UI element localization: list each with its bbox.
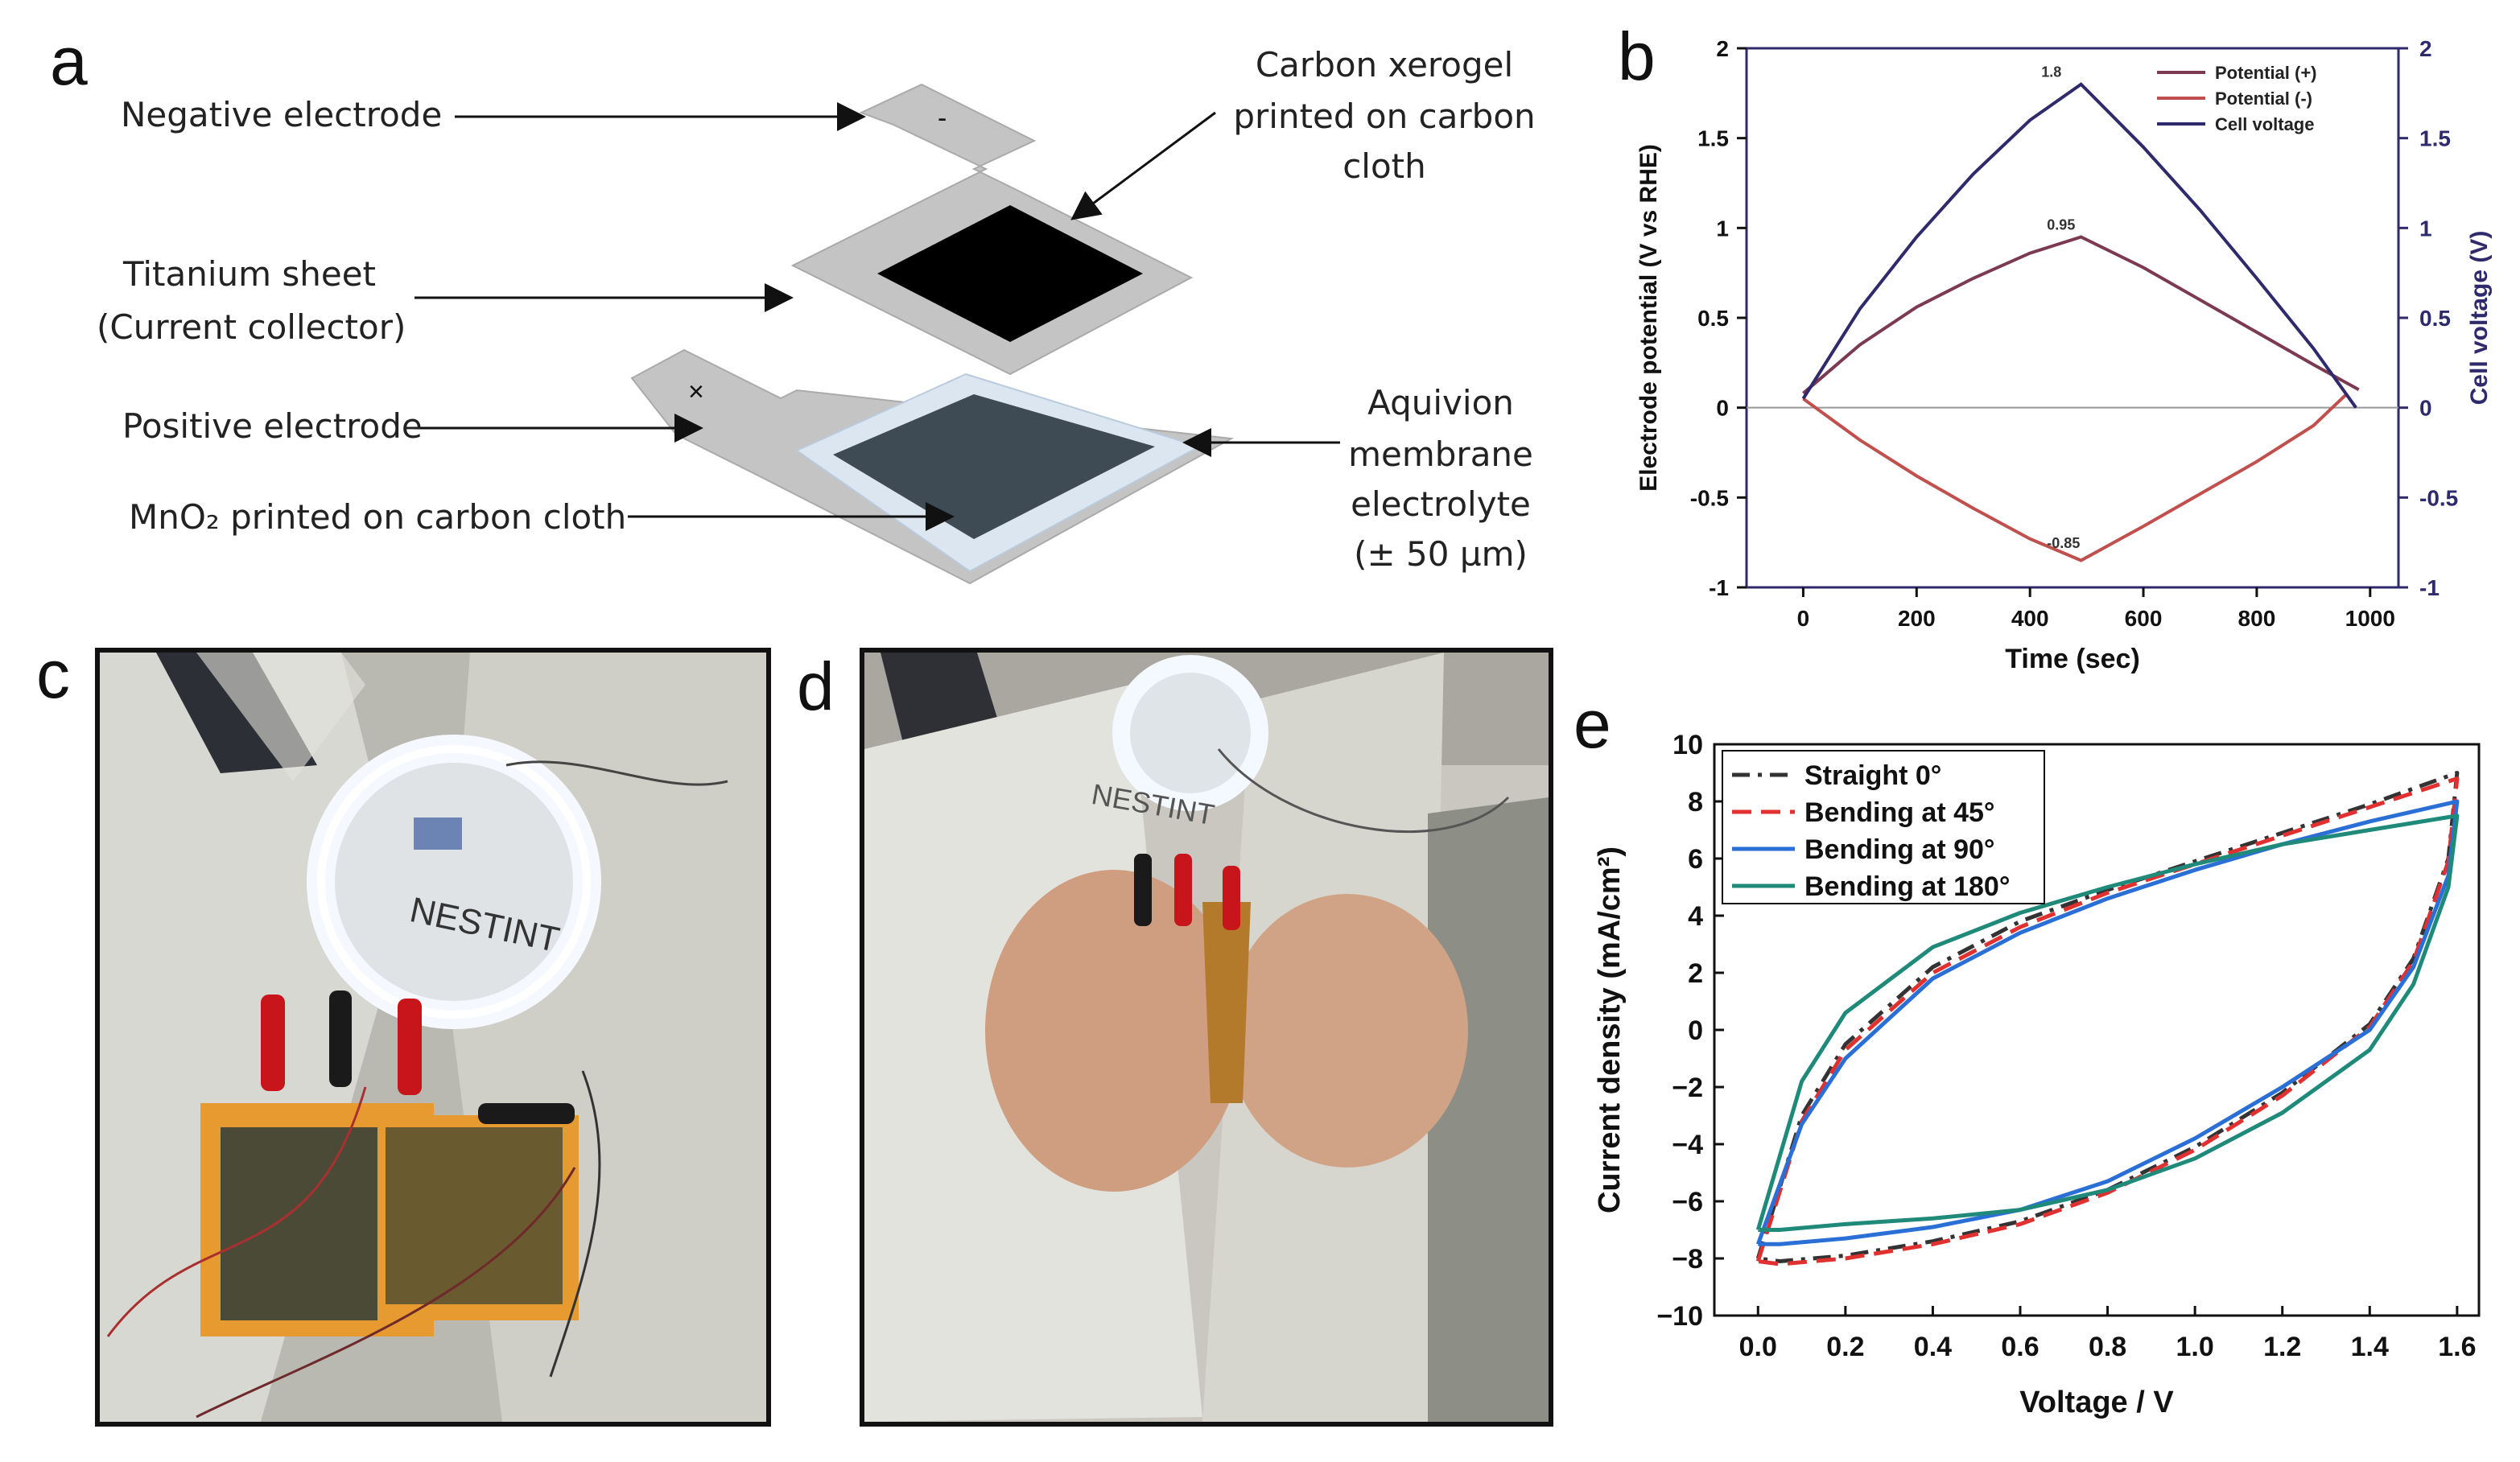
x-tick-label: 0.8: [2089, 1332, 2126, 1362]
label-xerogel-2: printed on carbon: [1233, 97, 1536, 136]
y2-tick-label: -1: [2419, 575, 2440, 600]
x-tick-label: 0.4: [1914, 1332, 1952, 1362]
x-tick-label: 600: [2125, 606, 2163, 631]
photo-d: NESTINT: [860, 648, 1553, 1427]
y-tick-label: −8: [1672, 1244, 1703, 1275]
x-tick-label: 400: [2011, 606, 2049, 631]
label-current-collector: (Current collector): [97, 307, 406, 347]
legend-label: Potential (+): [2215, 63, 2317, 83]
schematic-drawing: - ×: [415, 83, 1340, 585]
y-tick-label: 8: [1688, 787, 1703, 817]
x-tick-label: 0.6: [2001, 1332, 2039, 1362]
y-tick-label: -1: [1709, 575, 1729, 600]
series-line: [1802, 392, 2349, 562]
label-mno2: MnO₂ printed on carbon cloth: [129, 497, 627, 537]
y-tick-label: −2: [1672, 1073, 1703, 1103]
label-titanium-sheet: Titanium sheet: [122, 254, 377, 294]
y-axis-label: Electrode potential (V vs RHE): [1635, 144, 1662, 492]
negative-sign: -: [938, 103, 947, 134]
x-axis-label: Voltage / V: [2019, 1386, 2174, 1419]
y2-tick-label: 0: [2419, 396, 2432, 421]
positive-sign: ×: [688, 377, 704, 407]
label-positive-electrode: Positive electrode: [122, 406, 423, 446]
photo-c-drawing: NESTINT: [100, 653, 766, 1422]
x-tick-label: 200: [1898, 606, 1936, 631]
x-tick-label: 1.6: [2438, 1332, 2476, 1362]
label-negative-electrode: Negative electrode: [121, 95, 443, 134]
chart-b-panel: 0 200 400 600 800 1000 -1 -1 -0.5 -0.5 0 0 0.5 0.5 1 1 1…: [1626, 16, 2503, 684]
series-line: [1755, 813, 2460, 1232]
y-tick-label: 0.5: [1697, 306, 1729, 331]
label-aquivion-4: (± 50 µm): [1354, 534, 1528, 574]
y-tick-label: 1.5: [1697, 126, 1729, 151]
x-tick-label: 0.2: [1826, 1332, 1864, 1362]
label-xerogel-1: Carbon xerogel: [1255, 45, 1514, 84]
y2-tick-label: 0.5: [2419, 306, 2451, 331]
y-axis-label: Current density (mA/cm²): [1593, 846, 1627, 1213]
data-annotation: 0.95: [2047, 217, 2075, 233]
legend-label: Bending at 90°: [1804, 834, 1995, 865]
legend-label: Cell voltage: [2215, 114, 2314, 134]
chart-e-panel: 0.0 0.2 0.4 0.6 0.8 1.0 1.2 1.4 1.6 −10 −8 −6 −4 −2 0 2…: [1578, 708, 2511, 1448]
y-tick-label: −6: [1672, 1187, 1703, 1217]
y-tick-label: 0: [1688, 1015, 1703, 1046]
y-tick-label: 0: [1716, 396, 1729, 421]
arrow-xerogel: [1070, 111, 1216, 220]
legend-label: Potential (-): [2215, 89, 2312, 109]
schematic-panel: - × Negative electrode Titanium sheet (C…: [0, 0, 1610, 612]
panel-letter-c: c: [36, 636, 70, 712]
data-annotation: 1.8: [2041, 64, 2061, 80]
mno2-layer: [833, 394, 1155, 539]
y2-axis-label: Cell voltage (V): [2466, 231, 2493, 406]
chart-b: 0 200 400 600 800 1000 -1 -1 -0.5 -0.5 0 0 0.5 0.5 1 1 1…: [1635, 36, 2493, 674]
legend-label: Straight 0°: [1804, 760, 1941, 791]
y-tick-label: −4: [1672, 1130, 1703, 1160]
y-tick-label: -0.5: [1690, 485, 1729, 510]
panel-letter-d: d: [797, 649, 835, 724]
y-tick-label: 1: [1716, 216, 1729, 241]
x-axis-label: Time (sec): [2005, 644, 2140, 674]
y-tick-label: 2: [1688, 958, 1703, 989]
series-line: [1801, 82, 2357, 409]
y2-tick-label: -0.5: [2419, 485, 2458, 510]
chart-e: 0.0 0.2 0.4 0.6 0.8 1.0 1.2 1.4 1.6 −10 −8 −6 −4 −2 0 2…: [1593, 730, 2481, 1419]
y-tick-label: 6: [1688, 844, 1703, 875]
y2-tick-label: 1.5: [2419, 126, 2451, 151]
x-tick-label: 1.0: [2176, 1332, 2214, 1362]
legend-label: Bending at 180°: [1804, 871, 2010, 902]
x-tick-label: 1.4: [2351, 1332, 2389, 1362]
x-tick-label: 0.0: [1739, 1332, 1777, 1362]
panel-letter-b: b: [1618, 19, 1656, 94]
panel-letter-a: a: [50, 23, 88, 99]
label-xerogel-3: cloth: [1342, 146, 1426, 186]
legend-label: Bending at 45°: [1804, 797, 1995, 828]
series-line: [1802, 235, 2360, 395]
photo-c: NESTINT: [95, 648, 771, 1427]
y2-tick-label: 1: [2419, 216, 2432, 241]
y-tick-label: 2: [1716, 36, 1729, 61]
label-aquivion-1: Aquivion: [1367, 383, 1514, 422]
carbon-xerogel-layer: [877, 205, 1143, 342]
y2-tick-label: 2: [2419, 36, 2432, 61]
label-aquivion-3: electrolyte: [1351, 484, 1531, 524]
x-tick-label: 0: [1797, 606, 1810, 631]
x-tick-label: 1.2: [2263, 1332, 2301, 1362]
y-tick-label: 10: [1672, 730, 1703, 760]
y-tick-label: −10: [1656, 1301, 1703, 1332]
photo-d-drawing: NESTINT: [864, 653, 1549, 1422]
data-annotation: -0.85: [2047, 535, 2080, 551]
label-aquivion-2: membrane: [1348, 434, 1533, 474]
x-tick-label: 1000: [2345, 606, 2395, 631]
y-tick-label: 4: [1688, 901, 1703, 932]
panel-letter-e: e: [1573, 686, 1611, 762]
x-tick-label: 800: [2238, 606, 2276, 631]
